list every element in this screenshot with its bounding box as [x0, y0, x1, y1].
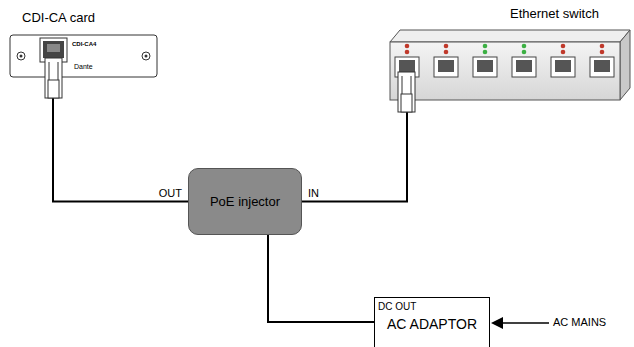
port-label: OUT	[159, 187, 182, 199]
card-title: CDI-CA card	[22, 10, 95, 25]
port-label: IN	[308, 187, 319, 199]
switch-title: Ethernet switch	[510, 6, 599, 21]
brand-mark: Dante	[74, 63, 93, 70]
adaptor-box: DC OUT AC ADAPTOR	[374, 297, 490, 347]
mains-arrow	[491, 317, 549, 329]
process-box: PoE injector	[188, 168, 302, 235]
switch-body	[390, 30, 630, 100]
switch-node: Ethernet switch	[390, 30, 630, 100]
source-label: AC MAINS	[553, 316, 606, 328]
box-label: AC ADAPTOR	[375, 316, 489, 332]
rj45-plug	[45, 58, 62, 98]
rj45-plug	[398, 72, 415, 112]
cable-line	[53, 77, 188, 202]
box-label: PoE injector	[210, 194, 280, 209]
port-label: DC OUT	[378, 301, 416, 312]
card-model: CDI-CA4	[72, 41, 96, 47]
cable-line	[302, 100, 407, 202]
cable-line	[268, 235, 374, 322]
card-face	[10, 35, 157, 77]
